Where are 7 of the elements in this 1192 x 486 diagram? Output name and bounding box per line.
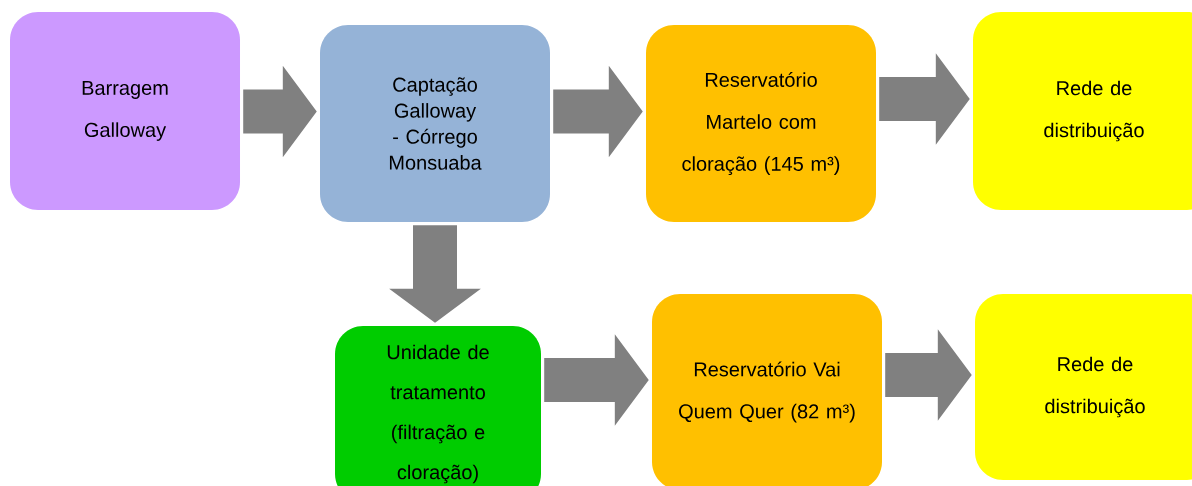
process-box: Rede de distribuição xyxy=(975,294,1192,480)
process-box: Unidade de tratamento (filtração e cloração) xyxy=(335,326,541,486)
process-box: Reservatório Martelo com cloração (145 m³) xyxy=(646,25,876,222)
process-box: Rede de distribuição xyxy=(973,12,1192,210)
process-box: Reservatório Vai Quem Quer (82 m³) xyxy=(652,294,882,486)
process-box: Captação Galloway - Córrego Monsuaba xyxy=(320,25,550,222)
process-box: Barragem Galloway xyxy=(10,12,240,210)
